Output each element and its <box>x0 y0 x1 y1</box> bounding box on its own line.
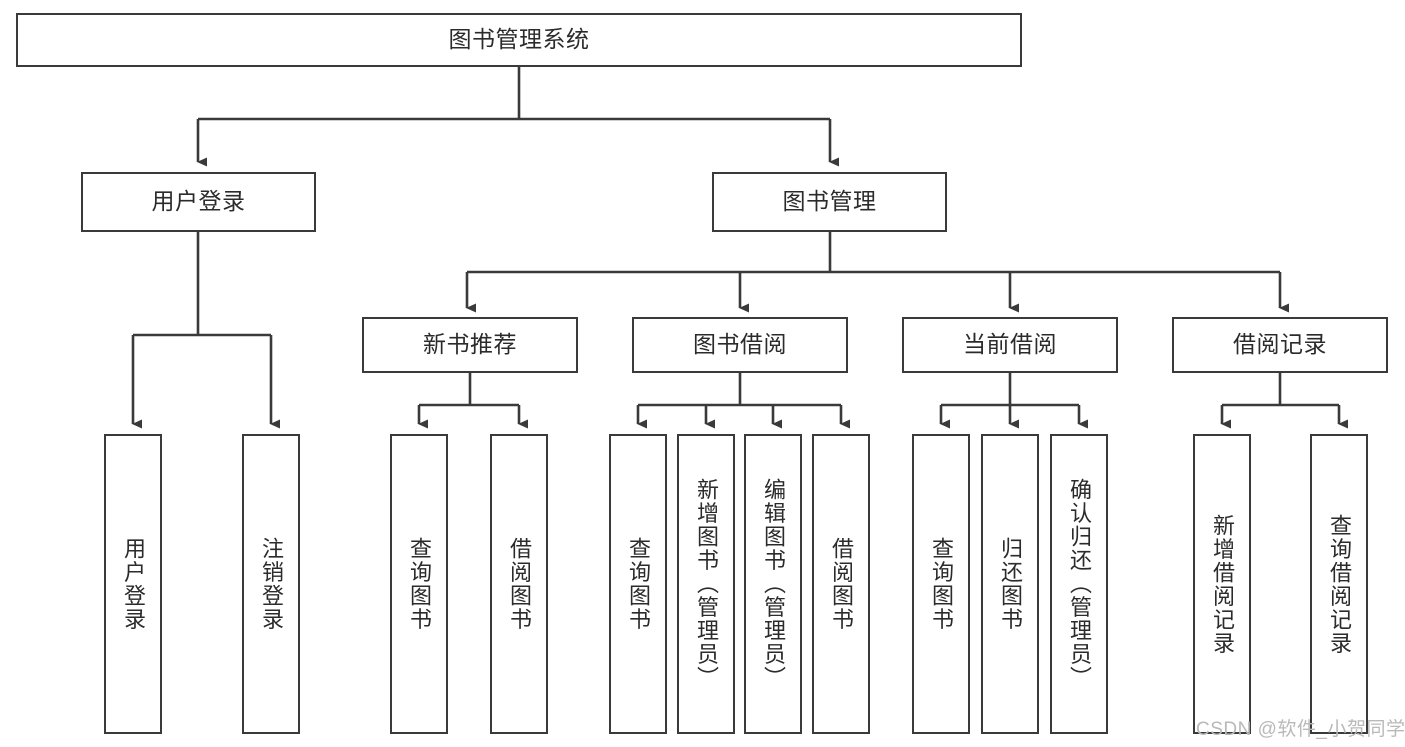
node-label: 图书管理 <box>782 188 877 215</box>
node-leaf-confirm-return-admin[interactable]: 确认归还（管理员） <box>1050 434 1108 734</box>
node-new-book-recommend[interactable]: 新书推荐 <box>362 317 578 373</box>
node-leaf-borrow-book-recommend[interactable]: 借阅图书 <box>490 434 548 734</box>
node-label: 当前借阅 <box>963 331 1057 358</box>
node-current-borrow[interactable]: 当前借阅 <box>902 317 1118 373</box>
node-leaf-borrow-book[interactable]: 借阅图书 <box>812 434 870 734</box>
node-leaf-edit-book-admin[interactable]: 编辑图书（管理员） <box>744 434 802 734</box>
node-leaf-return-book[interactable]: 归还图书 <box>981 434 1039 734</box>
node-leaf-add-borrow-record[interactable]: 新增借阅记录 <box>1193 434 1251 734</box>
node-label: 新书推荐 <box>423 331 517 358</box>
node-book-borrow[interactable]: 图书借阅 <box>632 317 848 373</box>
node-label: 借阅图书 <box>507 537 532 631</box>
node-label: 编辑图书（管理员） <box>761 478 786 690</box>
node-label: 新增借阅记录 <box>1210 513 1235 655</box>
node-label: 借阅图书 <box>829 537 854 631</box>
node-label: 用户登录 <box>151 188 246 215</box>
node-label: 查询借阅记录 <box>1327 513 1352 655</box>
node-label: 用户登录 <box>121 537 146 631</box>
node-label: 查询图书 <box>626 537 651 631</box>
node-label: 图书管理系统 <box>448 26 590 53</box>
node-leaf-query-book-recommend[interactable]: 查询图书 <box>390 434 448 734</box>
node-leaf-user-login[interactable]: 用户登录 <box>104 434 162 734</box>
node-label: 借阅记录 <box>1233 331 1327 358</box>
node-label: 图书借阅 <box>693 331 787 358</box>
node-label: 新增图书（管理员） <box>694 478 719 690</box>
node-leaf-query-book-current[interactable]: 查询图书 <box>912 434 970 734</box>
node-label: 查询图书 <box>929 537 954 631</box>
node-root-book-management-system[interactable]: 图书管理系统 <box>16 13 1022 67</box>
node-leaf-query-book-borrow[interactable]: 查询图书 <box>609 434 667 734</box>
node-label: 确认归还（管理员） <box>1067 478 1092 690</box>
node-borrow-record[interactable]: 借阅记录 <box>1172 317 1388 373</box>
node-label: 归还图书 <box>998 537 1023 631</box>
node-leaf-query-borrow-record[interactable]: 查询借阅记录 <box>1310 434 1368 734</box>
node-label: 查询图书 <box>407 537 432 631</box>
node-book-management[interactable]: 图书管理 <box>712 172 947 232</box>
node-leaf-logout[interactable]: 注销登录 <box>242 434 300 734</box>
node-label: 注销登录 <box>259 537 284 631</box>
node-leaf-add-book-admin[interactable]: 新增图书（管理员） <box>677 434 735 734</box>
node-user-login[interactable]: 用户登录 <box>81 172 316 232</box>
csdn-watermark: CSDN @软件_小贺同学 <box>1196 719 1405 740</box>
